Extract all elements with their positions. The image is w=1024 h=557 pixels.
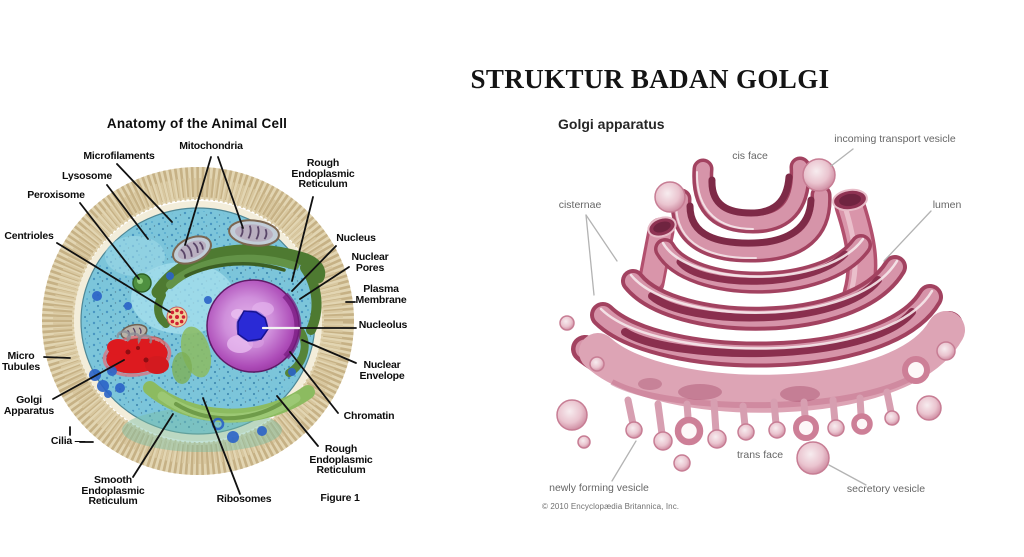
label-cilia: Cilia — [50,435,86,447]
label-smooth-er: Smooth Endoplasmic Reticulum [81,474,145,507]
label-incoming-transport-vesicle: incoming transport vesicle [834,133,956,145]
mitochondrion [228,219,280,247]
label-rough-er-bottom: Rough Endoplasmic Reticulum [309,443,373,476]
cell-diagram-title: Anatomy of the Animal Cell [106,116,288,131]
incoming-transport-vesicle-shape [802,158,836,192]
label-lysosome: Lysosome [62,170,112,182]
cilia-fringe [42,167,354,475]
label-peroxisome: Peroxisome [27,189,85,201]
cis-cisterna-2 [670,184,832,263]
page-title: STRUKTUR BADAN GOLGI [470,64,830,94]
label-mitochondria: Mitochondria [179,140,243,152]
label-nucleus: Nucleus [336,232,376,244]
golgi-apparatus-shape [102,330,172,377]
label-nuclear-pores: Nuclear Pores [351,251,389,274]
label-trans-face: trans face [736,449,784,461]
secretory-vesicle-shape [796,441,830,475]
label-nucleolus: Nucleolus [358,319,408,331]
label-rough-er-top: Rough Endoplasmic Reticulum [291,157,355,190]
peroxisome-shape [132,273,152,293]
cisterna-4 [621,255,907,331]
copyright-credit: © 2010 Encyclopædia Britannica, Inc. [542,502,680,511]
golgi-illustration [556,148,965,486]
label-microfilaments: Microfilaments [83,150,155,162]
label-nuclear-envelope: Nuclear Envelope [359,359,405,382]
figure-caption: Figure 1 [320,492,360,504]
nucleus-shape [206,279,302,373]
label-lumen: lumen [932,199,962,211]
cytosol-highlight-2 [105,236,165,276]
vesicle [654,181,686,213]
label-golgi-apparatus: Golgi Apparatus [3,394,55,417]
label-cis-face: cis face [732,150,768,162]
cisterna-3 [654,234,872,294]
label-chromatin: Chromatin [343,410,395,422]
smooth-er-shape [143,326,315,423]
cisterna-5 [590,284,943,368]
label-newly-forming-vesicle: newly forming vesicle [549,482,649,494]
label-plasma-membrane: Plasma Membrane [355,283,407,306]
label-micro-tubules: Micro Tubules [1,350,41,373]
golgi-leader-lines [585,148,932,486]
label-ribosomes: Ribosomes [216,493,272,505]
golgi-diagram-title: Golgi apparatus [558,116,665,132]
label-cisternae: cisternae [558,199,602,211]
label-centrioles: Centrioles [4,230,54,242]
label-secretory-vesicle: secretory vesicle [846,483,926,495]
cytoplasm-vesicles [89,272,296,443]
cell-leader-lines [43,156,357,495]
animal-cell-illustration [42,156,357,495]
cis-cisterna-1 [692,156,811,234]
free-vesicles [556,158,956,475]
centrioles-shape [166,306,188,328]
budding-vesicles [624,356,930,451]
